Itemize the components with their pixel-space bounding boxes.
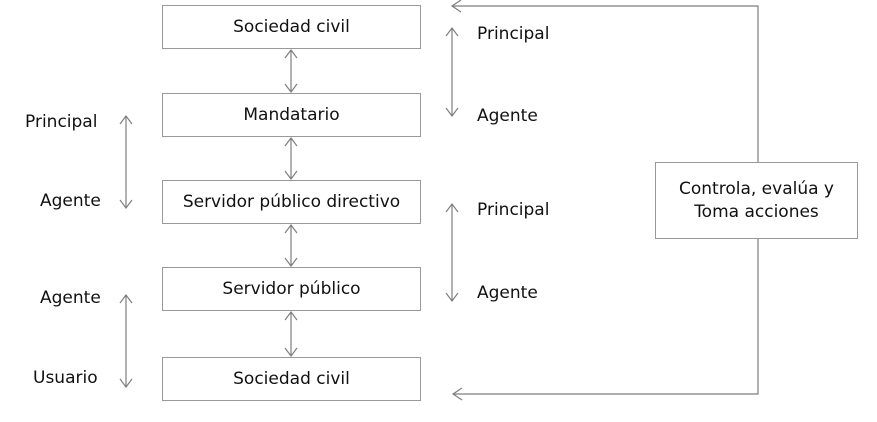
feedback-arrow-bottom-icon bbox=[451, 239, 759, 401]
double-arrow-gap-4-icon bbox=[284, 311, 298, 357]
double-arrow-gap-2-icon bbox=[284, 137, 298, 180]
feedback-arrow-top-icon bbox=[450, 0, 759, 162]
control-box-line-2: Toma acciones bbox=[694, 201, 819, 222]
box-controla-evalua: Controla, evalúa y Toma acciones bbox=[655, 162, 858, 239]
label-agente-mid-2: Agente bbox=[477, 283, 538, 303]
box-sociedad-civil-top: Sociedad civil bbox=[162, 5, 421, 49]
control-box-line-1: Controla, evalúa y bbox=[679, 178, 834, 199]
label-agente-left-1: Agente bbox=[40, 191, 101, 211]
box-mandatario: Mandatario bbox=[162, 93, 421, 137]
label-usuario-left: Usuario bbox=[33, 368, 98, 388]
double-arrow-mid-1-icon bbox=[445, 27, 459, 117]
double-arrow-left-agente-usuario-icon bbox=[119, 294, 133, 388]
label-principal-mid-1: Principal bbox=[477, 24, 550, 44]
box-servidor-publico-directivo: Servidor público directivo bbox=[162, 180, 421, 224]
label-principal-left: Principal bbox=[25, 112, 98, 132]
box-servidor-publico: Servidor público bbox=[162, 267, 421, 311]
label-agente-mid-1: Agente bbox=[477, 106, 538, 126]
double-arrow-left-principal-agente-icon bbox=[119, 115, 133, 209]
label-principal-mid-2: Principal bbox=[477, 200, 550, 220]
double-arrow-gap-3-icon bbox=[284, 224, 298, 267]
double-arrow-mid-2-icon bbox=[445, 203, 459, 302]
double-arrow-gap-1-icon bbox=[284, 49, 298, 93]
label-agente-left-2: Agente bbox=[40, 288, 101, 308]
box-sociedad-civil-bottom: Sociedad civil bbox=[162, 357, 421, 401]
